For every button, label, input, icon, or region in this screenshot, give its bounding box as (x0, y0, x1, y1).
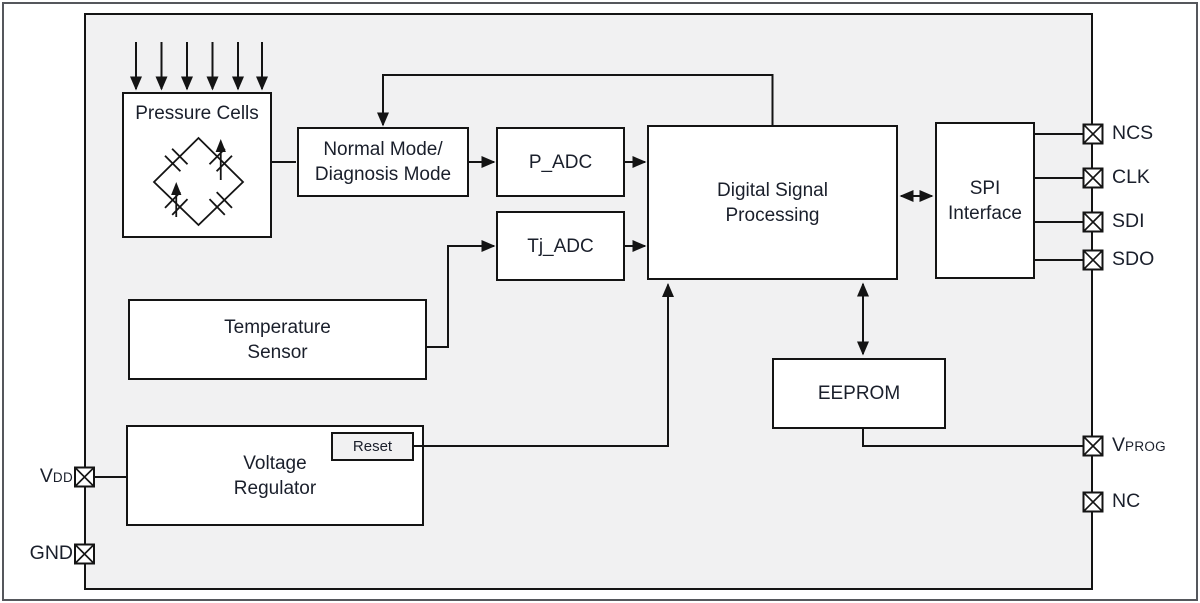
pin-sdi-icon (1082, 211, 1104, 233)
block-voltage-regulator: Voltage Regulator (126, 425, 424, 526)
voltage-regulator-label-line2: Regulator (233, 477, 317, 499)
spi-label-line2: Interface (948, 202, 1022, 224)
bridge-arrow-head-tr (215, 139, 226, 152)
block-p-adc: P_ADC (496, 127, 625, 197)
bridge-diamond (152, 136, 245, 227)
vdd-base-text: V (39, 465, 53, 488)
wire-dsp-feedback-to-mode (377, 74, 774, 127)
wire-eeprom-to-vprog (862, 429, 1084, 447)
bridge-gauge-slashes (164, 148, 233, 216)
voltage-regulator-label-line1: Voltage (243, 452, 307, 474)
pin-label-clk: CLK (1112, 166, 1150, 189)
vprog-base-text: V (1112, 434, 1126, 457)
block-tj-adc: Tj_ADC (496, 211, 625, 281)
pin-label-ncs: NCS (1112, 122, 1153, 145)
wheatstone-bridge-icon (152, 136, 245, 227)
pin-nc-icon (1082, 491, 1104, 513)
block-spi-interface: SPI Interface (935, 122, 1035, 279)
eeprom-label: EEPROM (817, 383, 901, 404)
temperature-sensor-label-line2: Sensor (247, 341, 308, 363)
block-eeprom: EEPROM (772, 358, 946, 429)
dsp-label-line1: Digital Signal (717, 179, 828, 201)
spi-label-line1: SPI (969, 177, 1001, 199)
ncs-text: NCS (1112, 122, 1154, 145)
sdo-text: SDO (1112, 248, 1155, 271)
sdi-text: SDI (1112, 210, 1145, 233)
gnd-text: GND (29, 542, 73, 565)
pin-label-vdd: VDD (0, 465, 73, 488)
pin-sdo-icon (1082, 249, 1104, 271)
pin-vprog-icon (1082, 435, 1104, 457)
pin-label-gnd: GND (0, 542, 73, 565)
block-temperature-sensor: Temperature Sensor (128, 299, 427, 380)
pressure-cells-label: Pressure Cells (135, 103, 259, 124)
clk-text: CLK (1112, 166, 1150, 189)
nc-text: NC (1112, 490, 1141, 513)
pin-gnd-icon (74, 543, 95, 565)
block-pressure-cells: Pressure Cells (122, 92, 272, 238)
pin-clk-icon (1082, 167, 1104, 189)
pin-vdd-icon (74, 466, 95, 488)
vprog-sub-text: PROG (1125, 439, 1166, 455)
reset-label: Reset (352, 438, 393, 455)
pin-label-vprog: VPROG (1112, 434, 1166, 457)
wire-reset-to-dsp (414, 283, 674, 447)
vdd-sub-text: DD (52, 470, 73, 486)
block-normal-diagnosis-mode: Normal Mode/ Diagnosis Mode (297, 127, 469, 197)
p-adc-label: P_ADC (528, 151, 593, 173)
wire-temp-to-tjadc (427, 240, 496, 348)
normal-mode-label-line2: Diagnosis Mode (314, 164, 452, 185)
pin-label-nc: NC (1112, 490, 1140, 513)
pin-ncs-icon (1082, 123, 1104, 145)
block-digital-signal-processing: Digital Signal Processing (647, 125, 898, 280)
block-reset: Reset (331, 432, 414, 461)
pin-label-sdo: SDO (1112, 248, 1154, 271)
tj-adc-label: Tj_ADC (527, 235, 594, 257)
bridge-arrow-head-bl (171, 182, 182, 195)
temperature-sensor-label-line1: Temperature (224, 316, 331, 338)
normal-mode-label-line1: Normal Mode/ (323, 139, 443, 160)
pin-label-sdi: SDI (1112, 210, 1145, 233)
dsp-label-line2: Processing (725, 204, 820, 226)
